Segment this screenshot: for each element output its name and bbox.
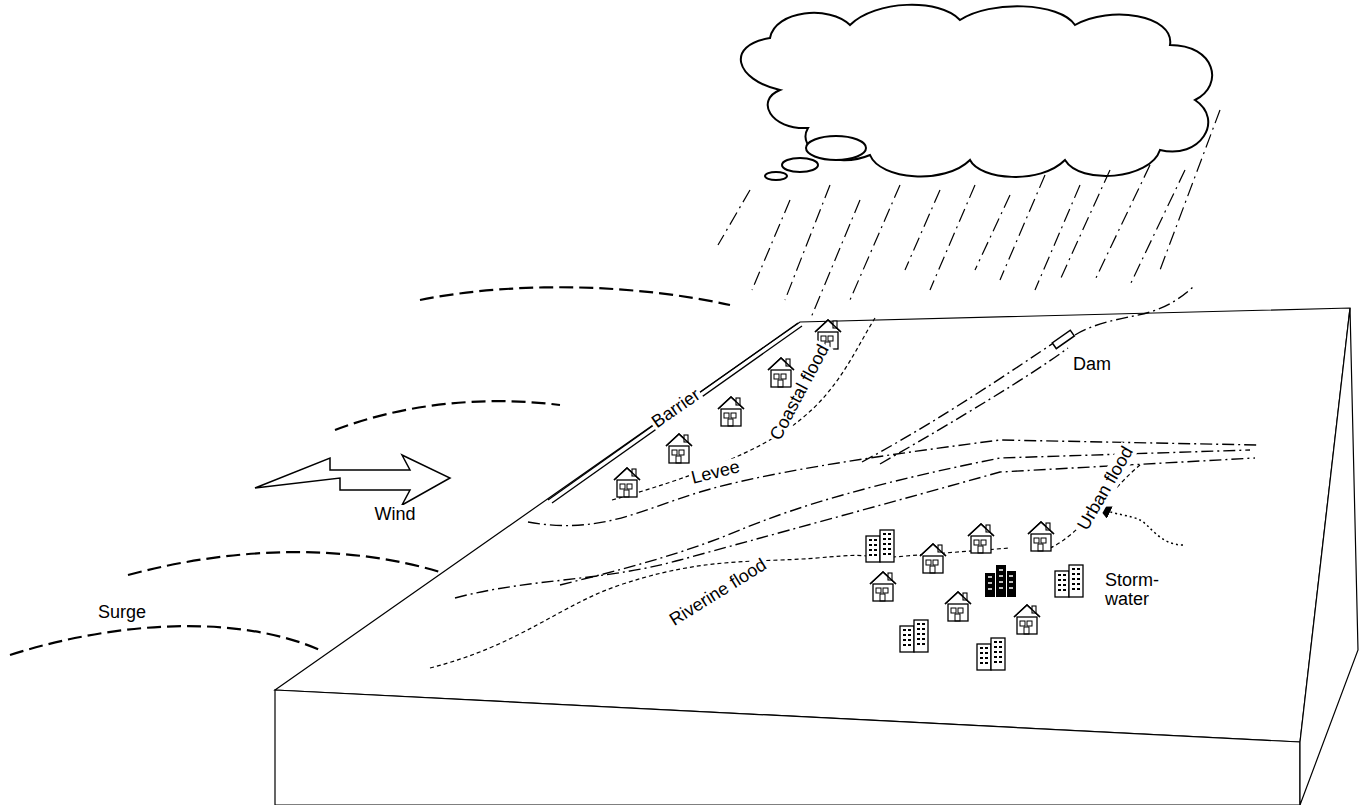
rain-streak (752, 200, 790, 290)
rain-streak (1130, 170, 1185, 285)
rain-streak (850, 185, 900, 300)
rain-streak (905, 190, 940, 270)
tributary (862, 342, 1055, 462)
tributary (880, 348, 1068, 464)
stormwater-arrow (1100, 508, 1183, 545)
cloud-puff (782, 158, 818, 172)
wind-arrow (255, 455, 450, 505)
land-block (275, 308, 1358, 805)
rain-streak (1035, 185, 1080, 290)
wave (335, 401, 560, 430)
block-top (275, 308, 1350, 742)
urban-area (866, 522, 1083, 670)
block-side (1300, 308, 1358, 805)
callout-label: Coastal flood (766, 339, 834, 444)
river-bank (560, 450, 1250, 585)
wave (128, 552, 440, 575)
rain-streak (975, 195, 1010, 270)
rain-streak (1095, 165, 1150, 280)
callout-label: Dam (1071, 355, 1113, 374)
callout-label: Wind (372, 505, 417, 524)
rain-streak (810, 200, 860, 320)
surge-waves (10, 287, 730, 655)
callout-label: Storm- water (1103, 571, 1169, 609)
wave (10, 626, 320, 655)
rain-streak (785, 185, 830, 300)
coastal-houses (614, 320, 841, 497)
callout-label: Levee (688, 456, 744, 487)
callout-label: Barrier (647, 384, 705, 433)
levee-line (528, 440, 1258, 526)
tributary (1075, 285, 1195, 335)
coastal-flood-line (612, 318, 875, 500)
cloud (741, 5, 1212, 180)
callout-label: Riverine flood (665, 554, 772, 630)
rain-streak (930, 185, 975, 290)
dam-symbol (1052, 330, 1074, 348)
callout-label: Surge (96, 603, 148, 622)
rain-streak (1160, 110, 1220, 270)
river-system (455, 285, 1258, 598)
callout-label: Urban flood (1074, 441, 1139, 535)
cloud-puff (806, 136, 866, 160)
rain (718, 110, 1220, 320)
rain-streak (1000, 175, 1045, 280)
wave (420, 287, 730, 305)
rain-streak (718, 190, 750, 245)
cloud-puff (765, 172, 787, 180)
block-front (275, 690, 1300, 805)
cloud-outline (741, 5, 1212, 177)
